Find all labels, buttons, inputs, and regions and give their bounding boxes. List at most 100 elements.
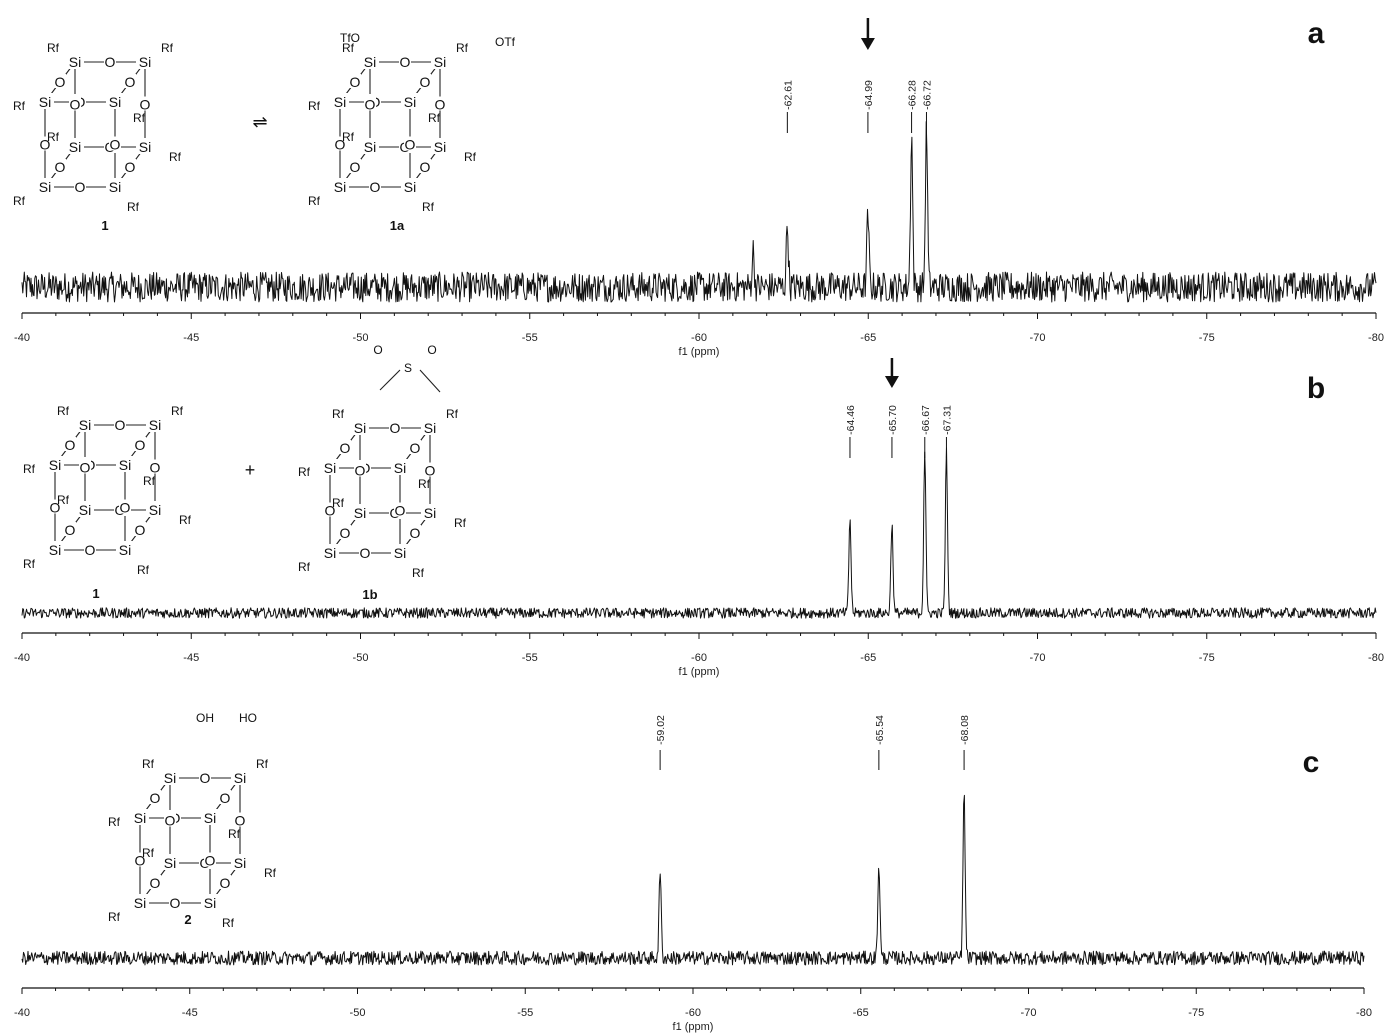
rf-substituent: Rf [456, 41, 469, 55]
silicon-atom: Si [404, 94, 416, 110]
x-tick-label: -45 [183, 332, 199, 344]
rf-substituent: Rf [222, 916, 235, 930]
spectrum-trace [21, 447, 1377, 619]
oxygen-atom: O [325, 503, 336, 519]
panel-letter: c [1303, 746, 1320, 779]
silicon-mask [136, 53, 154, 69]
rf-substituent: Rf [171, 404, 184, 418]
rf-substituent: Rf [256, 757, 269, 771]
x-tick-label: -60 [691, 652, 707, 664]
oxygen-mask [169, 895, 181, 909]
oxygen-atom: O [365, 97, 376, 113]
oxygen-atom: O [410, 525, 421, 541]
oxygen-mask [69, 96, 81, 111]
silicon-mask [36, 93, 54, 109]
oxygen-mask [339, 440, 351, 454]
silicon-atom: Si [334, 179, 346, 195]
silicon-atom: Si [394, 545, 406, 561]
silicon-atom: Si [164, 770, 176, 786]
rf-substituent: Rf [412, 566, 425, 580]
plus-icon: + [245, 460, 256, 480]
oxygen-atom: O [135, 853, 146, 869]
silicon-atom: Si [134, 810, 146, 826]
oxygen-mask [54, 74, 66, 88]
silicon-mask [201, 894, 219, 910]
rf-substituent: Rf [142, 846, 155, 860]
x-tick-label: -40 [14, 1007, 30, 1019]
oxygen-mask [204, 852, 216, 867]
oxygen-atom: O [125, 159, 136, 175]
silicon-mask [351, 504, 369, 520]
oxygen-mask [404, 136, 416, 151]
x-axis-title: f1 (ppm) [673, 1021, 714, 1033]
oxygen-atom: O [350, 74, 361, 90]
silicon-atom: Si [354, 505, 366, 521]
silicon-mask [421, 504, 439, 520]
peak-label: -66.28 [907, 80, 919, 110]
oxygen-mask [64, 437, 76, 451]
peak-label: -64.99 [863, 80, 875, 110]
rf-substituent: Rf [143, 474, 156, 488]
oxygen-atom: O [85, 542, 96, 558]
rf-substituent: Rf [137, 563, 150, 577]
silicon-atom: Si [139, 139, 151, 155]
oxygen-mask [149, 875, 161, 889]
silicon-mask [431, 138, 449, 154]
oxygen-atom: O [150, 875, 161, 891]
x-tick-label: -60 [691, 332, 707, 344]
x-tick-label: -75 [1199, 332, 1215, 344]
oxygen-mask [369, 179, 381, 193]
x-tick-label: -60 [685, 1007, 701, 1019]
oxygen-mask [39, 136, 51, 151]
x-tick-label: -50 [353, 332, 369, 344]
silicon-mask [146, 416, 164, 432]
silicon-mask [231, 854, 249, 870]
spectrum-trace [21, 794, 1365, 966]
oxygen-mask [119, 499, 131, 514]
oxygen-mask [114, 417, 126, 431]
rf-substituent: Rf [342, 41, 355, 55]
sulfonyl-oxygen: O [373, 343, 382, 357]
rf-substituent: Rf [13, 194, 26, 208]
rf-substituent: Rf [23, 557, 36, 571]
oxygen-mask [64, 522, 76, 536]
silicon-atom: Si [204, 810, 216, 826]
silicon-atom: Si [204, 895, 216, 911]
oxygen-atom: O [135, 437, 146, 453]
oxygen-mask [219, 875, 231, 889]
sulfonyl-oxygen: O [427, 343, 436, 357]
oxygen-mask [199, 770, 211, 784]
silicon-atom: Si [134, 895, 146, 911]
silicon-mask [331, 93, 349, 109]
silicon-atom: Si [334, 94, 346, 110]
x-tick-label: -80 [1368, 652, 1384, 664]
silicon-mask [361, 53, 379, 69]
x-tick-label: -50 [353, 652, 369, 664]
peak-label: -66.72 [921, 80, 933, 110]
equilibrium-icon: ⇌ [252, 112, 267, 132]
oxygen-mask [334, 136, 346, 151]
oxygen-atom: O [405, 137, 416, 153]
oxygen-mask [84, 542, 96, 556]
compound-label: 1a [390, 218, 405, 233]
silicon-mask [106, 93, 124, 109]
oxygen-atom: O [220, 790, 231, 806]
oxygen-mask [324, 502, 336, 517]
rf-substituent: Rf [454, 516, 467, 530]
peak-label: -65.54 [874, 715, 886, 745]
oxygen-mask [134, 437, 146, 451]
silicon-mask [391, 459, 409, 475]
silicon-mask [131, 809, 149, 825]
compound-label: 2 [184, 912, 191, 927]
oxygen-atom: O [40, 137, 51, 153]
oxygen-atom: O [400, 54, 411, 70]
oxygen-mask [359, 545, 371, 559]
silicon-mask [421, 419, 439, 435]
x-tick-label: -40 [14, 332, 30, 344]
silicon-atom: Si [69, 139, 81, 155]
silicon-atom: Si [234, 855, 246, 871]
silicon-atom: Si [324, 460, 336, 476]
oxygen-atom: O [55, 74, 66, 90]
